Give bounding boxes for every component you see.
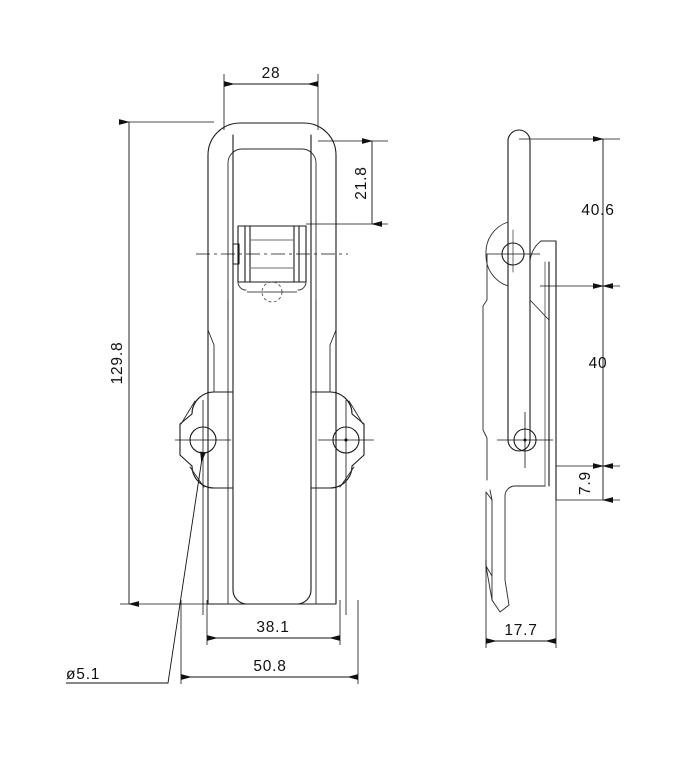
- dimension-17-7-label: 17.7: [504, 622, 537, 639]
- dimension-38-1: 38.1: [206, 600, 341, 645]
- front-view: 28 21.8 129.8 38.1: [66, 65, 388, 684]
- dimension-40: 40: [556, 283, 620, 469]
- dimension-7-9: 7.9: [556, 463, 620, 503]
- front-lever-outline: [207, 122, 337, 605]
- side-view: 40.6 40 7.9 17.7: [482, 129, 620, 648]
- side-base-plate: [529, 240, 557, 501]
- front-lever-body: [232, 134, 312, 605]
- dimension-50-8: 50.8: [180, 600, 359, 684]
- dimension-28-label: 28: [262, 65, 281, 82]
- dimension-28: 28: [223, 65, 319, 130]
- dimension-7-9-label: 7.9: [577, 471, 594, 495]
- dimension-40-label: 40: [589, 355, 608, 372]
- front-roller-pin: [232, 225, 307, 291]
- callout-hole-diameter-label: ø5.1: [66, 666, 100, 683]
- dimension-40-6: 40.6: [519, 136, 620, 289]
- side-hook-arm: [485, 485, 546, 613]
- dimension-21-8: 21.8: [306, 138, 388, 227]
- dimension-21-8-label: 21.8: [353, 166, 370, 199]
- dimension-129-8: 129.8: [109, 119, 214, 607]
- dimension-17-7: 17.7: [485, 500, 557, 648]
- side-body-edge: [482, 253, 488, 481]
- front-hook-arms: [207, 299, 337, 393]
- side-lever-bar: [507, 129, 531, 452]
- side-mounting-hole: [497, 412, 553, 468]
- dimension-129-8-label: 129.8: [109, 342, 126, 385]
- dimension-38-1-label: 38.1: [256, 619, 289, 636]
- front-mounting-hole-right: [318, 400, 374, 615]
- callout-hole-diameter: ø5.1: [66, 451, 206, 684]
- dimension-40-6-label: 40.6: [581, 202, 614, 219]
- front-rivet: [247, 281, 297, 303]
- dimension-50-8-label: 50.8: [253, 658, 286, 675]
- front-base-plate: [179, 391, 365, 489]
